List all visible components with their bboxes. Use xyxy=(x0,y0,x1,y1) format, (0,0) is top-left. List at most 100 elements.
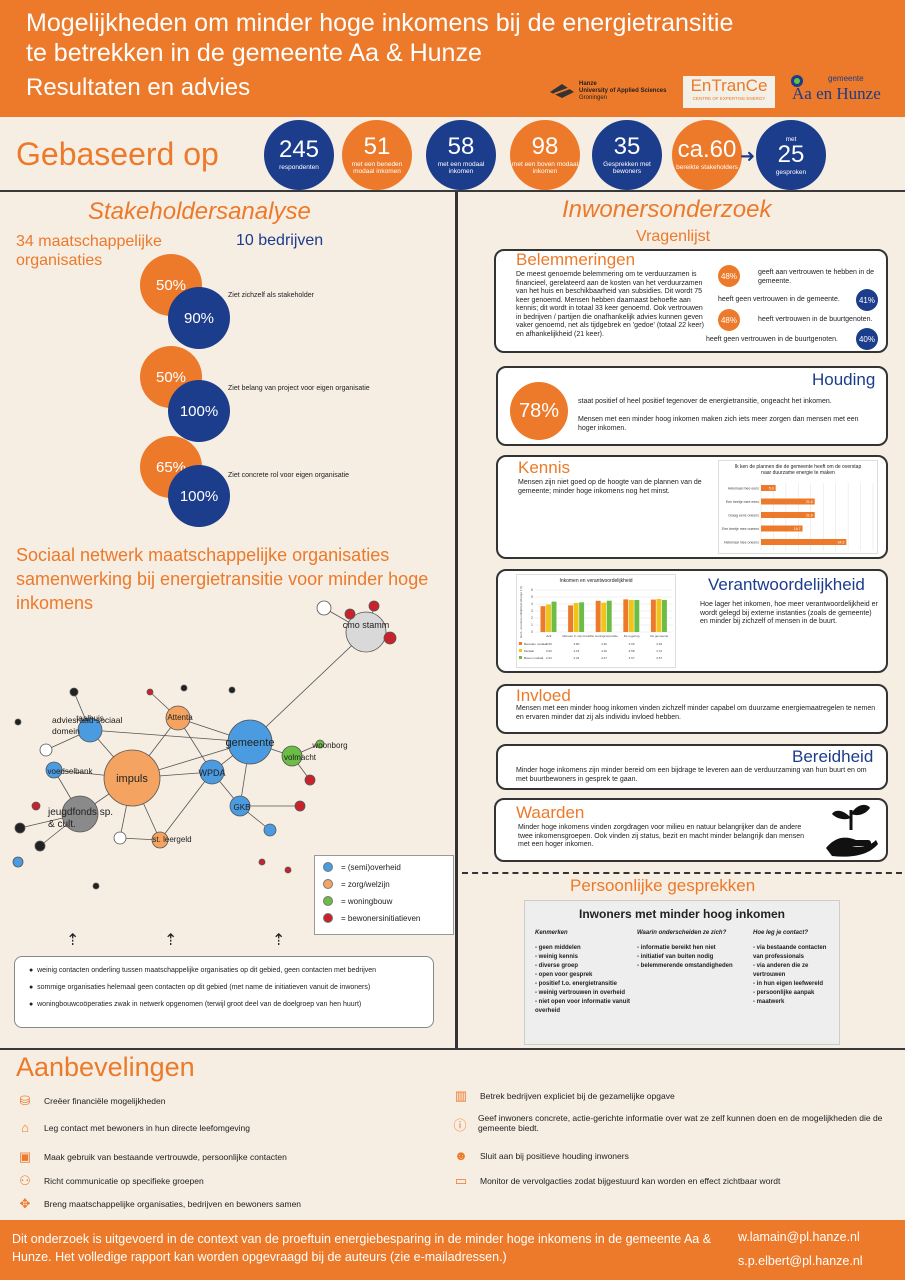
resp-data-label: 3.93 xyxy=(546,649,552,653)
pct-companies-2: 100% xyxy=(168,380,230,442)
note-item: ● woningbouwcoöperaties zwak in netwerk … xyxy=(29,1001,362,1008)
rec-right-1: ▥Betrek bedrijven expliciet bij de gezam… xyxy=(452,1088,675,1104)
rec-text: Maak gebruik van bestaande vertrouwde, p… xyxy=(44,1152,287,1162)
col-3-item: - persoonlijke aanpak xyxy=(753,990,815,996)
trust-text-4: heeft geen vertrouwen in de buurtgenoten… xyxy=(706,336,838,343)
arrow-up-icon: ⇡ xyxy=(164,932,178,949)
node-small xyxy=(113,831,127,845)
resp-bar xyxy=(573,602,579,632)
kennis-chart-svg: 0.05.010.015.020.025.030.035.040.045.0He… xyxy=(722,483,876,559)
personal-title: Persoonlijke gesprekken xyxy=(570,876,756,895)
node-small xyxy=(263,823,277,837)
kennis-tick-label: 15.0 xyxy=(795,555,802,556)
trust-text-1: geeft aan vertrouwen te hebben in de gem… xyxy=(758,269,874,285)
node-small xyxy=(180,684,188,692)
node-small xyxy=(39,743,53,757)
col-3-item: - via bestaande contacten van profession… xyxy=(753,945,827,960)
recommendations-title: Aanbevelingen xyxy=(16,1052,195,1082)
rec-left-5: ✥Breng maatschappelijke organisaties, be… xyxy=(16,1196,302,1212)
resp-category-label: De woningcorporatie xyxy=(590,634,618,638)
resp-data-label: 4.47 xyxy=(601,656,607,660)
legend-row: = (semi)overheid xyxy=(323,862,445,872)
node-small xyxy=(315,739,325,749)
node-leergeld xyxy=(151,831,169,849)
legend-label: = woningbouw xyxy=(341,896,393,906)
resp-data-label: 4.57 xyxy=(629,656,635,660)
rec-left-3: ▣Maak gebruik van bestaande vertrouwde, … xyxy=(16,1149,287,1165)
personal-col-3: Hoe leg je contact? - via bestaande cont… xyxy=(753,929,837,1007)
col-2-item: - informatie bereikt hen niet xyxy=(637,945,716,951)
kennis-category-label: Helemaal mee oneens xyxy=(724,541,759,545)
legend-row: = zorg/welzijn xyxy=(323,879,445,889)
legend-swatch xyxy=(323,896,333,906)
rec-text: Betrek bedrijven expliciet bij de gezame… xyxy=(480,1091,675,1101)
resp-category-label: Mensen in mijn buurt xyxy=(562,634,590,638)
entrance-logo: EnTranCe CENTRE OF EXPERTISE ENERGY xyxy=(683,76,775,108)
survey-title: Inwonersonderzoek xyxy=(562,196,772,223)
col-3-head: Hoe leg je contact? xyxy=(753,930,809,936)
col-1-item: - weinig kennis xyxy=(535,954,579,960)
trust-pct-4: 40% xyxy=(856,328,878,350)
kennis-bar xyxy=(761,498,815,505)
resp-bar xyxy=(595,600,601,632)
node-jeugdfonds xyxy=(61,795,99,833)
resp-bar xyxy=(540,606,546,632)
rec-right-4: ▭Monitor de vervolgacties zodat bijgestu… xyxy=(452,1173,781,1189)
rec-text: Breng maatschappelijke organisaties, bed… xyxy=(44,1199,302,1209)
label-cmo-1: cmo stamm xyxy=(343,620,390,630)
email-elbert[interactable]: s.p.elbert@pl.hanze.nl xyxy=(738,1254,863,1268)
rec-text: Geef inwoners concrete, actie-gerichte i… xyxy=(477,1113,883,1133)
node-impuls xyxy=(103,749,161,807)
node-small xyxy=(146,688,154,696)
resp-tick-label: 6 xyxy=(531,588,533,592)
label-impuls: impuls xyxy=(116,773,148,785)
resp-category-label: De gemeente xyxy=(650,634,668,638)
divider-bottom xyxy=(0,1048,905,1050)
node-wpda xyxy=(199,759,225,785)
rec-text: Richt communicatie op specifieke groepen xyxy=(44,1176,204,1186)
resp-data-label: 3.69 xyxy=(546,642,552,646)
label-woonborg: woonborg xyxy=(311,741,347,750)
label-gkb: GKB xyxy=(234,803,251,812)
node-small xyxy=(258,858,266,866)
label-cmo: cmo stamm xyxy=(343,620,390,630)
resp-data-label: 4.63 xyxy=(656,642,662,646)
note-item: ● weinig contacten onderling tussen maat… xyxy=(29,967,377,974)
kennis-bar xyxy=(761,512,815,518)
personal-table: Inwoners met minder hoog inkomen Kenmerk… xyxy=(524,900,840,1045)
rec-text: Sluit aan bij positieve houding inwoners xyxy=(480,1151,629,1161)
network-legend: = (semi)overheid = zorg/welzijn = woning… xyxy=(314,855,454,935)
house-icon: ⌂ xyxy=(21,1120,29,1135)
kennis-title: Kennis xyxy=(518,458,570,477)
crowd-icon: ☻ xyxy=(454,1148,468,1163)
rec-left-2: ⌂Leg contact met bewoners in hun directe… xyxy=(16,1120,250,1136)
label-wpda: WPDA xyxy=(199,768,226,778)
belemmeringen-text: De meest genoemde belemmering om te verd… xyxy=(516,271,704,338)
pct-companies-1: 90% xyxy=(168,287,230,349)
network-nodes xyxy=(12,600,397,890)
network-notes: ● weinig contacten onderling tussen maat… xyxy=(14,956,434,1028)
resp-data-label: 4.15 xyxy=(573,649,579,653)
label-voedselbank: voedselbank xyxy=(48,767,94,776)
network-title: Sociaal netwerk maatschappelijke organis… xyxy=(16,545,429,613)
kennis-category-label: Helemaal mee eens xyxy=(728,487,759,491)
resp-bar xyxy=(601,602,607,632)
node-gkb xyxy=(229,795,251,817)
resp-bar xyxy=(579,602,585,632)
pair-label-1: Ziet zichzelf als stakeholder xyxy=(228,292,314,299)
arrow-up-icon: ⇡ xyxy=(66,932,80,949)
trust-pct-1: 48% xyxy=(718,265,740,287)
rec-text: Monitor de vervolgacties zodat bijgestuu… xyxy=(480,1176,781,1186)
plant-hand-icon xyxy=(826,804,878,857)
legend-row: = bewonersinitiatieven xyxy=(323,913,445,923)
email-lamain[interactable]: w.lamain@pl.hanze.nl xyxy=(738,1230,860,1244)
resp-tick-label: 3 xyxy=(531,609,533,613)
waarden-title: Waarden xyxy=(516,803,585,822)
hanze-logo: Hanze University of Applied Sciences Gro… xyxy=(548,76,666,106)
node-small xyxy=(92,882,100,890)
footer-text: Dit onderzoek is uitgevoerd in de contex… xyxy=(12,1232,712,1264)
divider-top xyxy=(0,190,905,192)
trust-text-3: heeft vertrouwen in de buurtgenoten. xyxy=(758,316,873,323)
